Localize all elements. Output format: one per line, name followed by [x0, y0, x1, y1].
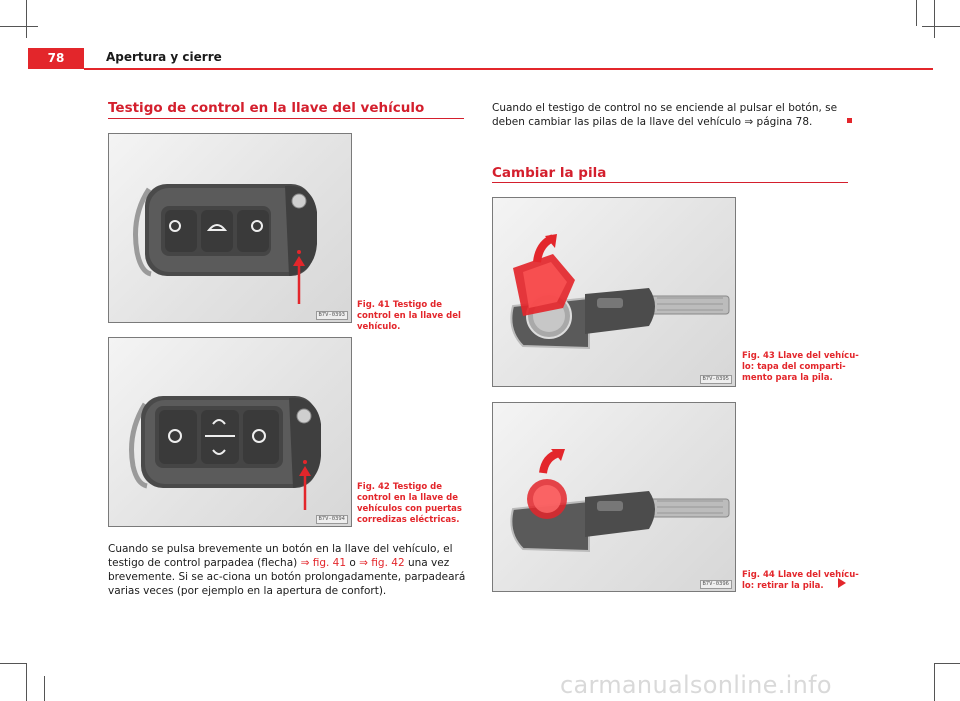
- chapter-title: Apertura y cierre: [106, 50, 222, 64]
- header-rule: [84, 68, 933, 70]
- crop-mark: [0, 663, 26, 664]
- paragraph-text: una vez brevemente. Si se ac-ciona un bo…: [108, 557, 466, 597]
- caption-label: Fig. 42: [357, 482, 390, 492]
- key-fob-sliding-doors-illustration: [129, 396, 321, 510]
- section-rule: [108, 118, 464, 119]
- caption-label: Fig. 44: [742, 570, 775, 580]
- paragraph-testigo: Cuando se pulsa brevemente un botón en l…: [108, 542, 466, 598]
- section-rule: [492, 182, 848, 183]
- crop-mark: [26, 0, 27, 38]
- crop-mark: [0, 26, 38, 27]
- caption-label: Fig. 41: [357, 300, 390, 310]
- section-title-cambiar-pila: Cambiar la pila: [492, 165, 607, 181]
- crop-mark: [934, 663, 960, 664]
- watermark: carmanualsonline.info: [560, 671, 832, 699]
- paragraph-text: o: [349, 557, 356, 569]
- caption-text: Llave del vehícu-lo: tapa del comparti-m…: [742, 351, 859, 383]
- paragraph-text: Cuando se pulsa brevemente un botón en l…: [108, 543, 453, 569]
- page-number-box: 78: [28, 48, 84, 69]
- remove-battery-illustration: [510, 449, 730, 553]
- caption-text: Testigo de control en la llave de vehícu…: [357, 482, 462, 525]
- page-number: 78: [47, 51, 65, 65]
- crop-mark: [934, 0, 935, 38]
- figure-code: B7V-0395: [699, 375, 732, 384]
- crop-mark: [44, 676, 45, 701]
- figure-code: B7V-0396: [699, 580, 732, 589]
- figure-43-battery-cover: B7V-0395: [492, 197, 736, 387]
- caption-text: Testigo de control en la llave del vehíc…: [357, 300, 461, 332]
- battery-cover-illustration: [510, 234, 730, 350]
- section-title-testigo: Testigo de control en la llave del vehíc…: [108, 100, 425, 116]
- end-of-section-marker: [847, 118, 852, 123]
- crop-mark: [922, 26, 960, 27]
- crop-mark: [916, 0, 917, 26]
- crop-mark: [26, 663, 27, 701]
- figure-41-key-fob: B7V-0393: [108, 133, 352, 323]
- link-fig-41[interactable]: ⇒ fig. 41: [300, 557, 347, 569]
- figure-44-remove-battery: B7V-0396: [492, 402, 736, 592]
- key-fob-illustration: [133, 184, 317, 304]
- crop-mark: [934, 663, 935, 701]
- figure-code: B7V-0394: [315, 515, 348, 524]
- caption-label: Fig. 43: [742, 351, 775, 361]
- link-fig-42[interactable]: ⇒ fig. 42: [359, 557, 405, 569]
- figure-code: B7V-0393: [315, 311, 348, 320]
- next-page-arrow-icon[interactable]: [838, 578, 846, 588]
- paragraph-intro: Cuando el testigo de control no se encie…: [492, 102, 838, 128]
- figure-42-key-fob: B7V-0394: [108, 337, 352, 527]
- caption-text: Llave del vehícu-lo: retirar la pila.: [742, 570, 859, 591]
